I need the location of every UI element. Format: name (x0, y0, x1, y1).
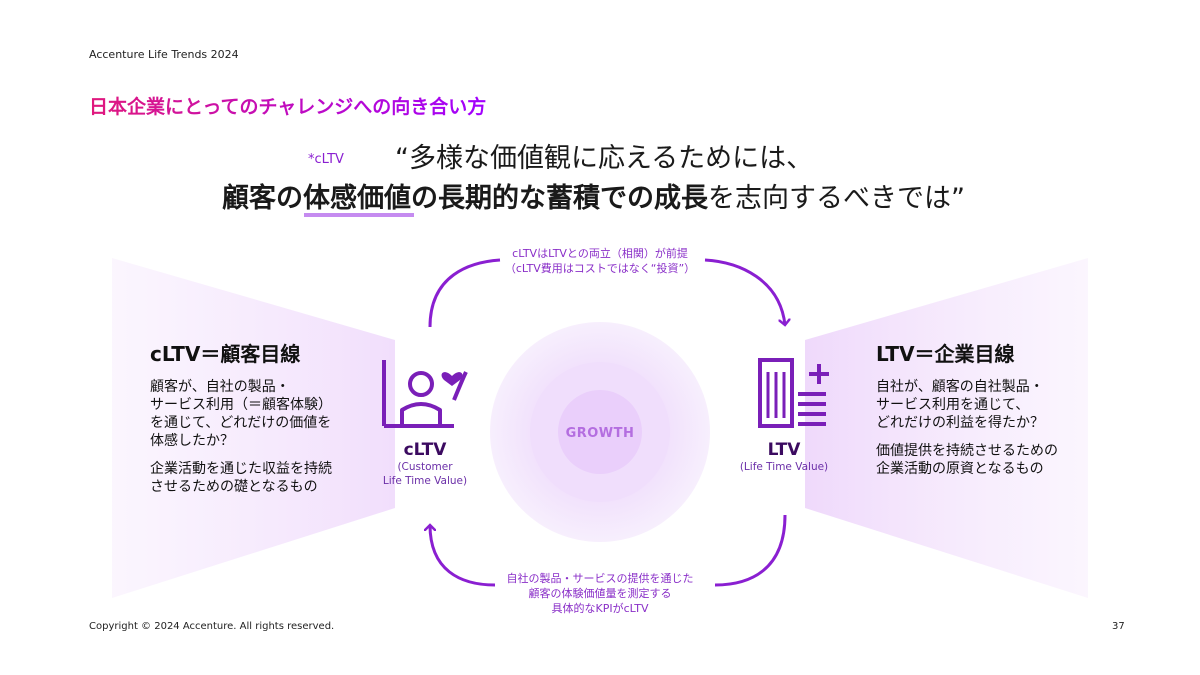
cltv-panel-description: 顧客が、自社の製品・ サービス利用（＝顧客体験） を通じて、どれだけの価値を 体… (150, 378, 332, 450)
cltv-panel-role: 企業活動を通じた収益を持続 させるための礎となるもの (150, 460, 332, 496)
ltv-icon-sublabel: (Life Time Value) (724, 460, 844, 474)
cltv-panel-title: cLTV＝顧客目線 (150, 342, 301, 366)
top-note-line-2: （cLTV費用はコストではなく“投資”） (504, 262, 696, 275)
cltv-sub-line-1: (Customer (397, 461, 453, 473)
cltv-desc-line-1: 顧客が、自社の製品・ (150, 379, 290, 395)
slide-subtitle: 日本企業にとってのチャレンジへの向き合い方 (89, 92, 486, 119)
ltv-role-line-1: 価値提供を持続させるための (876, 443, 1058, 459)
left-light-beam (112, 258, 395, 598)
ltv-desc-line-3: どれだけの利益を得たか？ (876, 415, 1044, 431)
cltv-desc-line-2: サービス利用（＝顧客体験） (150, 397, 332, 413)
quote-bold-customer: 顧客の (222, 183, 303, 214)
ltv-role-line-2: 企業活動の原資となるもの (876, 461, 1044, 477)
quote-regular: を志向するべきでは” (708, 183, 965, 214)
ltv-sub-line-1: (Life Time Value) (739, 461, 829, 473)
building-plus-icon (758, 358, 829, 428)
cltv-role-line-1: 企業活動を通じた収益を持続 (150, 461, 332, 477)
ltv-panel-title: LTV＝企業目線 (876, 342, 1015, 366)
ltv-panel-description: 自社が、顧客の自社製品・ サービス利用を通じて、 どれだけの利益を得たか？ (876, 378, 1044, 432)
person-laptop-heart-icon (382, 360, 468, 428)
growth-label: GROWTH (565, 426, 635, 441)
growth-cycle-diagram (112, 258, 1088, 598)
cltv-sub-line-2: Life Time Value) (382, 475, 468, 487)
cltv-icon-sublabel: (Customer Life Time Value) (365, 460, 485, 488)
cltv-role-line-2: させるための礎となるもの (150, 479, 318, 495)
top-right-arc-arrow (704, 258, 785, 325)
right-light-beam (805, 258, 1088, 598)
ltv-icon-label: LTV (767, 440, 801, 460)
bottom-left-arc-arrow (430, 525, 496, 587)
bottom-note-line-2: 顧客の体験価値量を測定する (528, 587, 672, 600)
ltv-panel-role: 価値提供を持続させるための 企業活動の原資となるもの (876, 442, 1058, 478)
quote-bold-perceived-value: 体感価値 (303, 183, 411, 214)
top-left-arc (428, 258, 501, 328)
ltv-desc-line-2: サービス利用を通じて、 (876, 397, 1030, 413)
bottom-arrow-note: 自社の製品・サービスの提供を通じた 顧客の体験価値量を測定する 具体的なKPIが… (450, 571, 750, 616)
cltv-annotation: *cLTV (308, 152, 344, 167)
copyright-text: Copyright © 2024 Accenture. All rights r… (89, 621, 335, 632)
cltv-icon-label: cLTV (403, 440, 447, 460)
page-number: 37 (1112, 621, 1125, 632)
bottom-note-line-1: 自社の製品・サービスの提供を通じた (506, 572, 694, 585)
brand-label: Accenture Life Trends 2024 (89, 48, 239, 61)
top-arrow-note: cLTVはLTVとの両立（相関）が前提 （cLTV費用はコストではなく“投資”） (450, 246, 750, 276)
growth-inner-circle (558, 390, 642, 474)
bottom-right-arc (714, 514, 787, 587)
cltv-desc-line-4: 体感したか？ (150, 433, 234, 449)
bottom-note-line-3: 具体的なKPIがcLTV (551, 602, 649, 615)
ltv-desc-line-1: 自社が、顧客の自社製品・ (876, 379, 1044, 395)
quote-bold-growth: の長期的な蓄積での成長 (411, 183, 708, 214)
quote-line-2: 顧客の体感価値の長期的な蓄積での成長を志向するべきでは” (222, 176, 965, 215)
quote-line-1: “多様な価値観に応えるためには、 (395, 143, 814, 174)
cltv-desc-line-3: を通じて、どれだけの価値を (150, 415, 332, 431)
highlight-underline (304, 213, 414, 217)
top-note-line-1: cLTVはLTVとの両立（相関）が前提 (512, 247, 688, 260)
